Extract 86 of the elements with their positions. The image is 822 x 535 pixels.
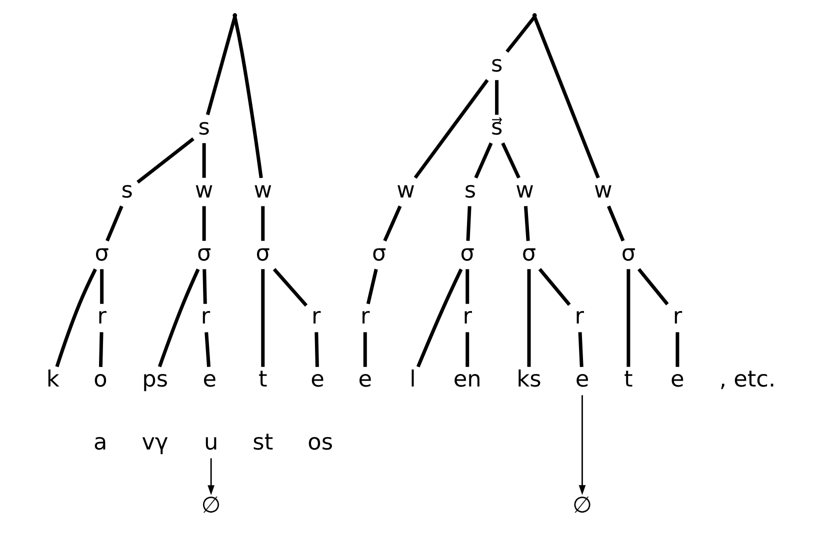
node-text: t [624,366,633,392]
connector [261,269,265,367]
node-point [532,13,537,18]
node-text: s⃗ [490,114,503,140]
label: vγ [142,429,168,456]
node-text: w [396,177,415,204]
connector [416,268,463,368]
connector [272,268,308,307]
node-text: w [194,177,214,204]
node-text: r [97,303,106,330]
node-text: s [121,177,133,204]
connector [533,16,600,179]
connector [524,206,530,241]
connector [626,269,630,367]
node-text: o [94,366,108,392]
label: , etc. [719,366,776,392]
connector [98,332,104,367]
node-text: l [410,366,416,392]
connector [100,269,104,304]
connector [606,205,625,242]
node-text: σ [372,240,386,266]
node-text: en [453,366,482,392]
connector [538,268,571,306]
node-text: ∅ [201,492,221,518]
node-text: t [258,366,268,392]
node-text: σ [196,240,212,266]
label: a [94,429,108,456]
connector [506,16,536,53]
connector [202,206,206,241]
arrow [578,395,586,495]
connector [204,332,211,368]
node-text: u [204,429,218,456]
node-text: r [200,303,210,330]
node-text: s [464,177,476,204]
node-text: w [516,177,534,204]
connector [495,80,499,115]
node-text: r [462,303,472,330]
node-text: r [574,303,584,330]
node-text: w [594,177,612,204]
arrow [208,458,214,496]
connector [202,143,206,178]
node-text: w [254,177,272,204]
node-text: s [490,51,503,78]
node-text: σ [522,240,536,266]
connector [466,332,470,367]
connector [206,16,236,116]
node-text: s [198,114,210,140]
node-text: r [360,303,370,330]
node-text: r [312,303,321,330]
connector [466,206,472,241]
connector [474,142,493,179]
label: os [308,429,333,456]
node-text: ∅ [572,492,592,518]
connector [578,332,584,367]
connector [466,269,470,304]
connector [261,206,265,241]
connector [363,332,367,367]
connector [366,268,378,304]
node-text: ps [142,366,168,392]
connector [501,142,520,179]
node-text: r [672,303,682,330]
connector [414,79,489,179]
node-text: e [358,366,372,392]
node-text: σ [94,240,109,266]
node-text: e [310,366,324,392]
label: st [252,429,274,456]
node-text: e [575,366,590,392]
connector [233,16,263,178]
connector [136,137,194,184]
node-text: e [670,366,684,392]
connector [314,332,319,367]
connector [383,205,402,242]
node-text: σ [621,240,636,266]
node-point [232,13,238,18]
connector [637,268,669,306]
connector [676,332,680,367]
connector [527,269,531,367]
connector [158,268,200,368]
connector [106,205,124,242]
node-text: σ [256,240,270,266]
node-text: ks [516,366,542,392]
node-text: k [46,366,60,392]
node-text: e [202,366,217,392]
connector [202,269,207,304]
connector [55,268,97,368]
node-text: σ [460,240,474,266]
